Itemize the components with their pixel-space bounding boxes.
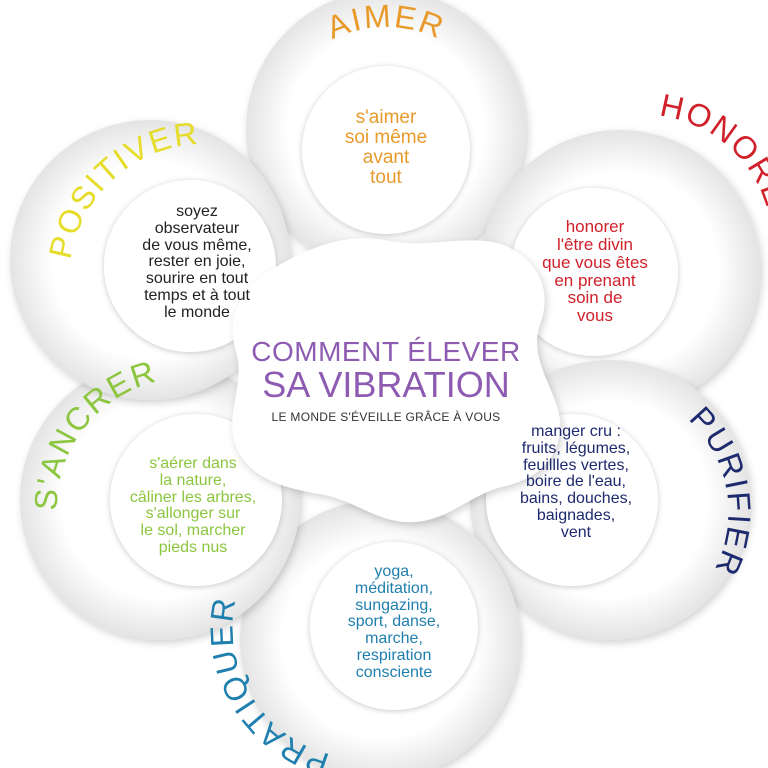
petal-text-line: consciente — [355, 663, 433, 681]
center-star-shape — [232, 238, 561, 523]
petal-honorer — [480, 130, 760, 410]
petal-inner-circle-sancrer — [110, 414, 282, 586]
petal-inner-circle-pratiquer — [310, 542, 478, 710]
petal-text-line: en prenant — [554, 270, 636, 290]
petal-text-line: boire de l'eau, — [525, 473, 626, 491]
center-subtitle: LE MONDE S'ÉVEILLE GRÂCE À VOUS — [271, 409, 501, 424]
petal-text-line: le sol, marcher — [140, 522, 246, 540]
petal-pratiquer — [240, 500, 520, 768]
petal-text-line: observateur — [154, 219, 240, 237]
petal-text-line: la nature, — [159, 471, 227, 489]
petal-text-line: manger cru : — [531, 423, 621, 440]
petal-text-line: l'être divin — [556, 234, 633, 254]
petal-text-line: bains, douches, — [519, 490, 633, 508]
petal-sancrer — [20, 360, 300, 640]
petal-text-line: pieds nus — [158, 538, 228, 556]
petal-text-line: tout — [370, 166, 402, 188]
petal-text-line: marche, — [365, 630, 423, 648]
petal-text-line: rester en joie, — [148, 253, 246, 271]
petal-text-line: soyez — [176, 203, 218, 220]
petal-text-line: soi même — [344, 126, 428, 148]
petal-text-line: soin de — [567, 288, 623, 308]
petal-text-line: vous — [577, 306, 613, 326]
petal-text-purifier: manger cru :fruits, légumes,feuillles ve… — [506, 423, 646, 542]
petal-inner-circle-aimer — [302, 66, 470, 234]
petal-text-pratiquer: yoga,méditation,sungazing,sport, danse,m… — [320, 563, 468, 682]
petal-aimer — [246, 0, 526, 270]
petal-text-line: fruits, légumes, — [521, 439, 631, 457]
petal-text-line: feuillles vertes, — [523, 456, 629, 474]
petal-text-line: de vous même, — [142, 236, 252, 254]
center-title-line1: COMMENT ÉLEVER — [251, 336, 521, 367]
petal-text-line: baignades, — [536, 506, 616, 524]
petal-text-line: avant — [362, 146, 410, 168]
petal-text-line: yoga, — [374, 563, 414, 580]
petal-text-line: câliner les arbres, — [129, 488, 257, 506]
petal-inner-circle-honorer — [510, 188, 678, 356]
petal-text-line: que vous êtes — [542, 252, 648, 272]
petal-text-line: temps et à tout — [144, 286, 250, 304]
petal-text-line: respiration — [356, 646, 432, 664]
petal-text-line: méditation, — [354, 579, 434, 597]
petal-text-line: sport, danse, — [347, 613, 441, 631]
center-title-line2: SA VIBRATION — [262, 364, 510, 405]
petal-positiver — [10, 120, 290, 400]
petal-text-line: s'aérer dans — [149, 455, 237, 472]
petal-text-line: s'allonger sur — [145, 505, 241, 523]
petal-inner-circle-positiver — [104, 180, 276, 352]
petal-text-line: s'aimer — [355, 107, 417, 128]
petal-text-line: le monde — [164, 303, 230, 321]
petal-text-line: honorer — [565, 217, 625, 236]
petal-text-line: sourire en tout — [145, 270, 249, 288]
petal-text-line: vent — [560, 523, 592, 541]
petal-text-line: sungazing, — [355, 596, 433, 614]
center-title-block: COMMENT ÉLEVER SA VIBRATION LE MONDE S'É… — [236, 338, 536, 424]
